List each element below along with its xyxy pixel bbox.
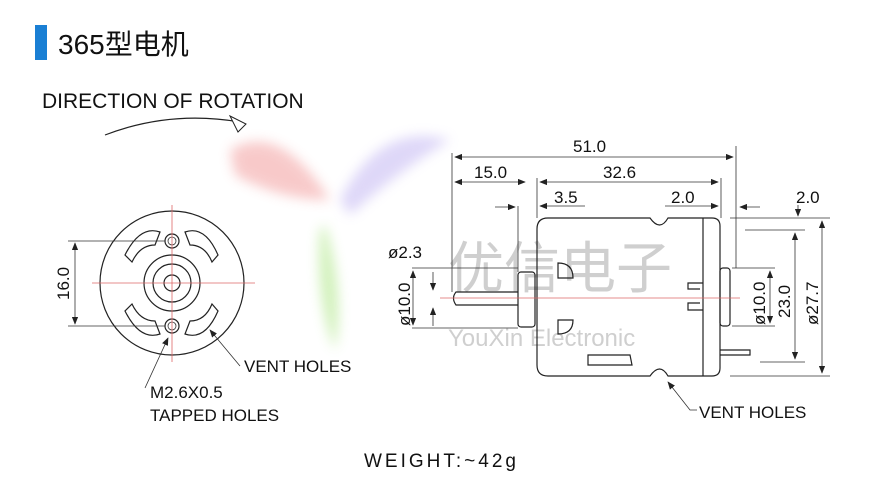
- dim-terminal: 2.0: [796, 188, 820, 207]
- dim-rear-boss-dia: ø10.0: [750, 282, 769, 325]
- side-vent-holes-label: VENT HOLES: [699, 403, 806, 422]
- dim-rear: 2.0: [671, 188, 695, 207]
- vent-holes-label: VENT HOLES: [244, 357, 351, 376]
- dim-front: 3.5: [554, 188, 578, 207]
- watermark-logo: [230, 136, 450, 350]
- rotation-label: DIRECTION OF ROTATION: [42, 90, 304, 113]
- weight-label: WEIGHT:~42g: [364, 451, 519, 472]
- dim-overall: 51.0: [573, 137, 606, 156]
- rotation-arrow-icon: [104, 114, 247, 136]
- watermark-cn: 优信电子: [448, 237, 672, 300]
- dim-boss-dia: ø10.0: [395, 283, 414, 326]
- side-view: [409, 146, 830, 411]
- dim-body: 32.6: [603, 163, 636, 182]
- tapped-size-label: M2.6X0.5: [150, 383, 223, 402]
- dim-flat: 23.0: [775, 285, 794, 318]
- title-accent-bar: [35, 25, 47, 60]
- page-title: 365型电机: [58, 29, 189, 60]
- dim-shaft: 15.0: [474, 163, 507, 182]
- dim-body-dia: ø27.7: [803, 282, 822, 325]
- front-view: [68, 205, 255, 389]
- tapped-holes-label: TAPPED HOLES: [150, 406, 279, 425]
- dim-height: 16.0: [54, 267, 73, 300]
- dim-shaft-dia: ø2.3: [388, 243, 422, 262]
- watermark-en: YouXin Electronic: [448, 325, 635, 352]
